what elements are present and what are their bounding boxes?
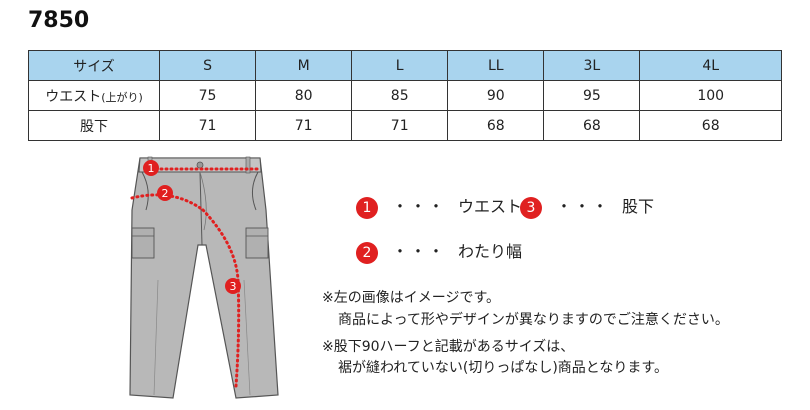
table-cell: 68 bbox=[447, 110, 545, 141]
table-cell: 71 bbox=[158, 110, 257, 141]
row-label-waist-small: (上がり) bbox=[101, 90, 143, 104]
legend-dots: ・・・ bbox=[556, 197, 611, 216]
header-m: M bbox=[255, 50, 353, 81]
marker-3: 3 bbox=[225, 278, 241, 294]
note-line-4: 裾が縫われていない(切りっぱなし)商品となります。 bbox=[338, 360, 668, 376]
table-cell: 80 bbox=[255, 80, 353, 111]
legend-label-waist: ウエスト bbox=[458, 197, 523, 216]
table-cell: 85 bbox=[351, 80, 449, 111]
svg-text:3: 3 bbox=[230, 280, 237, 293]
legend-label-thigh: わたり幅 bbox=[458, 242, 523, 261]
legend-dots: ・・・ bbox=[392, 197, 447, 216]
table-cell: 68 bbox=[639, 110, 782, 141]
badge-3: 3 bbox=[520, 196, 542, 219]
note-line-2: 商品によって形やデザインが異なりますのでご注意ください。 bbox=[338, 312, 729, 328]
product-code: 7850 bbox=[28, 8, 90, 33]
table-row-inseam: 股下 71 71 71 68 68 68 bbox=[28, 110, 782, 141]
table-cell: 71 bbox=[351, 110, 449, 141]
svg-text:1: 1 bbox=[148, 162, 155, 175]
size-table: サイズ S M L LL 3L 4L ウエスト(上がり) 75 80 85 90… bbox=[28, 50, 782, 141]
marker-2: 2 bbox=[157, 185, 173, 201]
note-line-3: ※股下90ハーフと記載があるサイズは、 bbox=[322, 339, 575, 355]
row-label-inseam: 股下 bbox=[28, 110, 160, 141]
header-l: L bbox=[351, 50, 449, 81]
table-cell: 100 bbox=[639, 80, 782, 111]
legend-label-inseam: 股下 bbox=[622, 197, 655, 216]
header-ll: LL bbox=[447, 50, 545, 81]
note-line-1: ※左の画像はイメージです。 bbox=[322, 290, 501, 306]
svg-text:2: 2 bbox=[162, 187, 169, 200]
row-label-waist-text: ウエスト bbox=[45, 88, 102, 105]
legend-dots: ・・・ bbox=[392, 242, 447, 261]
row-label-waist: ウエスト(上がり) bbox=[28, 80, 160, 111]
header-size: サイズ bbox=[28, 50, 160, 81]
pants-diagram: 1 2 3 bbox=[129, 156, 279, 399]
table-cell: 75 bbox=[158, 80, 257, 111]
table-header-row: サイズ S M L LL 3L 4L bbox=[28, 50, 782, 81]
badge-2: 2 bbox=[356, 241, 378, 264]
header-3l: 3L bbox=[543, 50, 641, 81]
table-cell: 71 bbox=[255, 110, 353, 141]
marker-1: 1 bbox=[143, 160, 159, 176]
pants-shape bbox=[129, 157, 279, 399]
table-row-waist: ウエスト(上がり) 75 80 85 90 95 100 bbox=[28, 80, 782, 111]
legend-item-inseam: 3 ・・・股下 bbox=[520, 193, 654, 219]
table-cell: 68 bbox=[543, 110, 641, 141]
thigh-measure-line bbox=[130, 193, 205, 212]
badge-1: 1 bbox=[356, 196, 378, 219]
header-s: S bbox=[158, 50, 257, 81]
table-cell: 90 bbox=[447, 80, 545, 111]
legend-item-waist: 1 ・・・ウエスト bbox=[356, 193, 522, 219]
legend-item-thigh: 2 ・・・わたり幅 bbox=[356, 238, 522, 264]
table-cell: 95 bbox=[543, 80, 641, 111]
header-4l: 4L bbox=[639, 50, 782, 81]
